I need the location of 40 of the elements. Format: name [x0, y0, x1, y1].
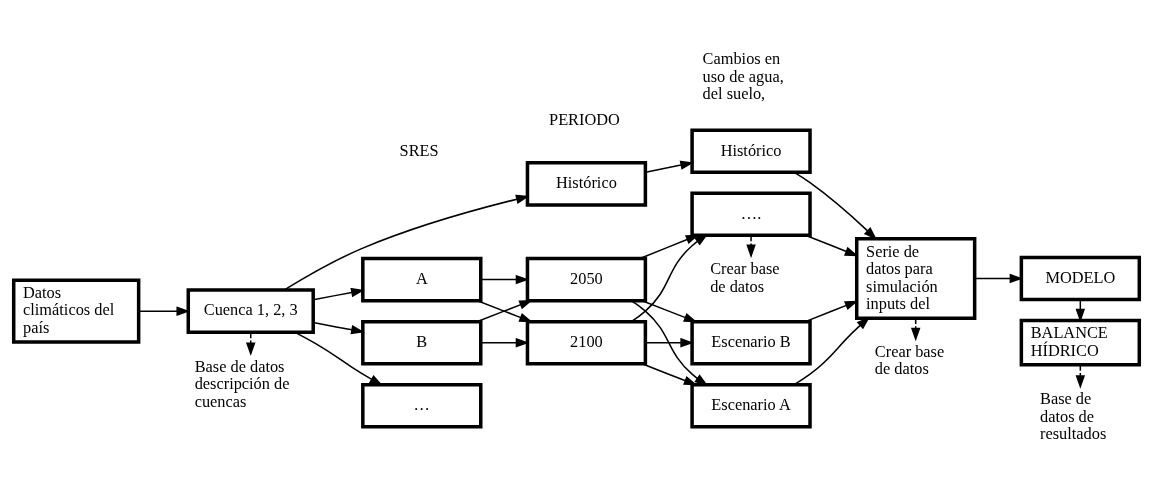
arrow	[476, 300, 533, 323]
node-box: 2100	[525, 319, 648, 366]
node-box: Serie de datos para simulación inputs del	[855, 237, 977, 320]
node-box: …	[361, 382, 483, 429]
node-box: Cuenca 1, 2, 3	[186, 288, 315, 334]
node-text: Base de datos descripción de cuencas	[194, 356, 290, 411]
arrow	[246, 331, 256, 356]
node-text: Base de datos de resultados	[1040, 389, 1107, 444]
arrow	[630, 233, 709, 323]
arrow	[312, 321, 365, 335]
arrow	[793, 316, 870, 386]
node-text: Crear base de datos	[874, 341, 945, 379]
label: Cambios en uso de agua, del suelo,	[702, 49, 784, 104]
arrow	[910, 317, 921, 342]
arrow	[641, 300, 698, 323]
arrow	[792, 171, 877, 240]
node-box: A	[361, 256, 483, 303]
arrow	[644, 160, 694, 173]
arrow	[804, 300, 859, 323]
node-box: BALANCE HÍDRICO	[1019, 318, 1142, 367]
arrow	[630, 299, 709, 386]
node-box: Histórico	[690, 128, 812, 174]
arrow	[1075, 364, 1086, 389]
node-box: MODELO	[1019, 255, 1142, 302]
label: SRES	[399, 140, 439, 160]
arrow	[641, 363, 698, 386]
node-box: Escenario A	[690, 382, 812, 429]
node-box: ….	[690, 191, 812, 237]
arrow	[283, 194, 530, 291]
label: PERIODO	[549, 110, 620, 130]
node-text: Crear base de datos	[710, 259, 780, 296]
node-box: Histórico	[525, 161, 648, 207]
arrow	[294, 331, 383, 386]
node-box: Escenario B	[690, 319, 812, 366]
node-box: 2050	[525, 256, 648, 303]
arrow	[644, 337, 694, 348]
arrow	[746, 234, 756, 259]
node-box: B	[361, 319, 483, 366]
node-box: Datos climáticos del país	[11, 278, 141, 344]
arrow	[312, 287, 365, 301]
